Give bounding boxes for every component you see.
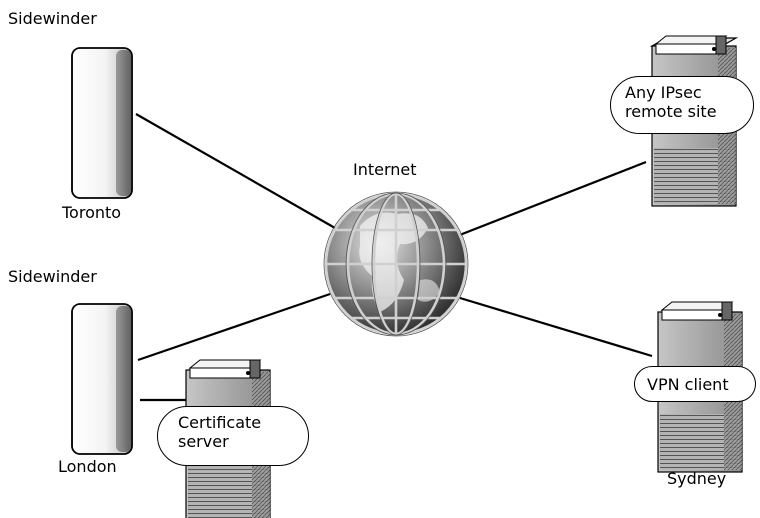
certificate-server-line-2: server [178, 432, 229, 451]
line-toronto-internet [135, 113, 343, 233]
certificate-server-line-1: Certificate [178, 413, 262, 432]
remote-site-line-2: remote site [625, 102, 717, 121]
internet-globe [323, 191, 469, 337]
sidewinder-london-label: Sidewinder [8, 267, 97, 286]
connection-lines [135, 113, 653, 402]
firewall-london-device [71, 303, 133, 455]
vpn-client-text: VPN client [647, 375, 729, 394]
toronto-label: Toronto [62, 203, 122, 222]
firewall-toronto-device [71, 47, 133, 199]
sydney-label: Sydney [667, 469, 727, 488]
line-internet-sydney [459, 296, 653, 358]
vpn-client-callout: VPN client [634, 366, 756, 402]
certificate-server-callout: Certificate server [157, 406, 309, 466]
london-label: London [58, 457, 117, 476]
line-london-internet [137, 292, 331, 362]
internet-label: Internet [353, 160, 417, 179]
line-internet-remote [451, 160, 647, 240]
sidewinder-toronto-label: Sidewinder [8, 9, 97, 28]
remote-site-callout: Any IPsec remote site [610, 76, 754, 134]
remote-site-line-1: Any IPsec [625, 83, 702, 102]
